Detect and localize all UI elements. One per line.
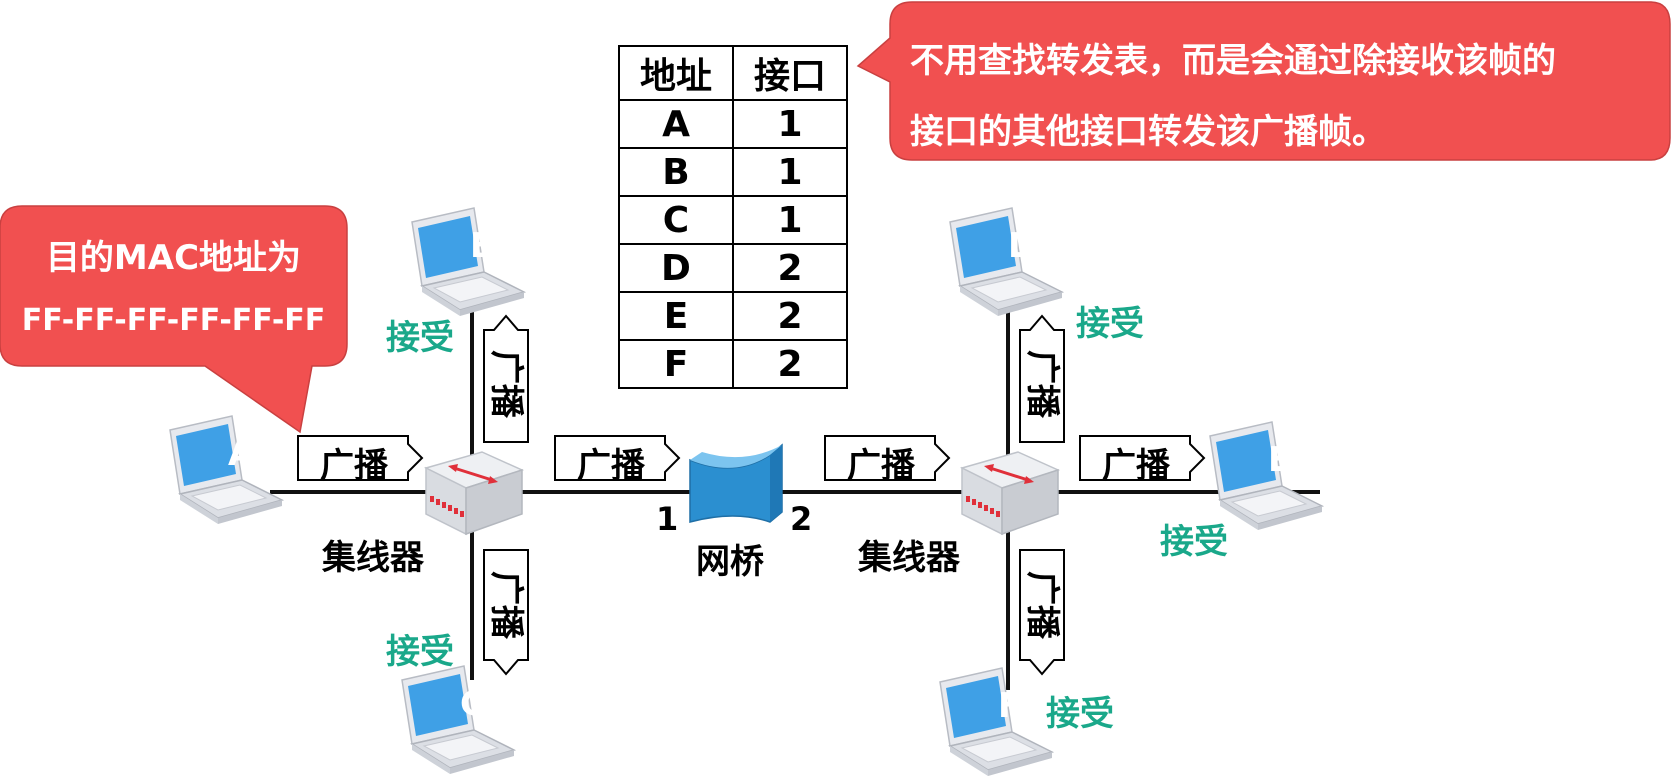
cell-interface: 1: [732, 99, 848, 149]
left-callout-bubble: [0, 205, 348, 434]
broadcast-label-to-c: 广播: [486, 571, 526, 639]
host-c-label: C: [460, 684, 485, 724]
broadcast-label-hub-e: 广播: [1102, 446, 1170, 486]
cell-address: E: [618, 291, 734, 341]
header-address: 地址: [618, 45, 734, 101]
broadcast-label-to-d: 广播: [1022, 350, 1062, 418]
broadcast-label-to-b: 广播: [486, 350, 526, 418]
laptop-b-icon: [411, 207, 525, 317]
cell-address: C: [618, 195, 734, 245]
left-bubble-line2: FF-FF-FF-FF-FF-FF: [21, 303, 326, 338]
hub-left-icon: [424, 450, 524, 536]
cell-address: B: [618, 147, 734, 197]
cell-interface: 1: [732, 147, 848, 197]
broadcast-label-hub-bridge: 广播: [577, 446, 645, 486]
right-bubble-line1: 不用查找转发表，而是会通过除接收该帧的: [910, 41, 1556, 81]
host-b-label: B: [470, 226, 496, 266]
broadcast-arrow-to-f: [1019, 549, 1065, 676]
host-c-status: 接受: [386, 632, 454, 672]
broadcast-arrow-to-c: [483, 549, 529, 676]
bridge-port-2: 2: [790, 500, 813, 538]
cell-address: D: [618, 243, 734, 293]
cell-interface: 2: [732, 243, 848, 293]
host-d-label: D: [1008, 226, 1037, 266]
bridge-icon: [689, 443, 783, 523]
right-callout-bubble: [856, 1, 1671, 161]
cell-interface: 1: [732, 195, 848, 245]
laptop-c-icon: [401, 665, 515, 775]
hub-right-icon: [960, 450, 1060, 536]
broadcast-label-to-f: 广播: [1022, 571, 1062, 639]
broadcast-arrow-to-d: [1019, 314, 1065, 443]
cell-interface: 2: [732, 339, 848, 389]
host-b-status: 接受: [386, 318, 454, 358]
host-e-status: 接受: [1160, 522, 1228, 562]
left-bubble-line1: 目的MAC地址为: [45, 238, 302, 278]
host-e-label: E: [1268, 440, 1292, 480]
table-header-row: 地址 接口: [618, 45, 848, 101]
bridge-label: 网桥: [696, 542, 764, 582]
cell-interface: 2: [732, 291, 848, 341]
laptop-d-icon: [949, 207, 1063, 317]
bridge-port-1: 1: [656, 500, 679, 538]
cell-address: A: [618, 99, 734, 149]
hub-right-label: 集线器: [858, 538, 960, 578]
broadcast-label-bridge-hub: 广播: [847, 446, 915, 486]
host-f-label: F: [998, 686, 1022, 726]
right-bubble-line2: 接口的其他接口转发该广播帧。: [910, 112, 1386, 152]
header-interface: 接口: [732, 45, 848, 101]
laptop-a-icon: [169, 415, 283, 525]
cell-address: F: [618, 339, 734, 389]
hub-left-label: 集线器: [322, 538, 424, 578]
broadcast-arrow-to-b: [483, 314, 529, 443]
host-f-status: 接受: [1046, 694, 1114, 734]
broadcast-label-a-hub: 广播: [320, 446, 388, 486]
laptop-f-icon: [939, 667, 1053, 776]
host-a-label: A: [228, 434, 255, 474]
host-d-status: 接受: [1076, 304, 1144, 344]
